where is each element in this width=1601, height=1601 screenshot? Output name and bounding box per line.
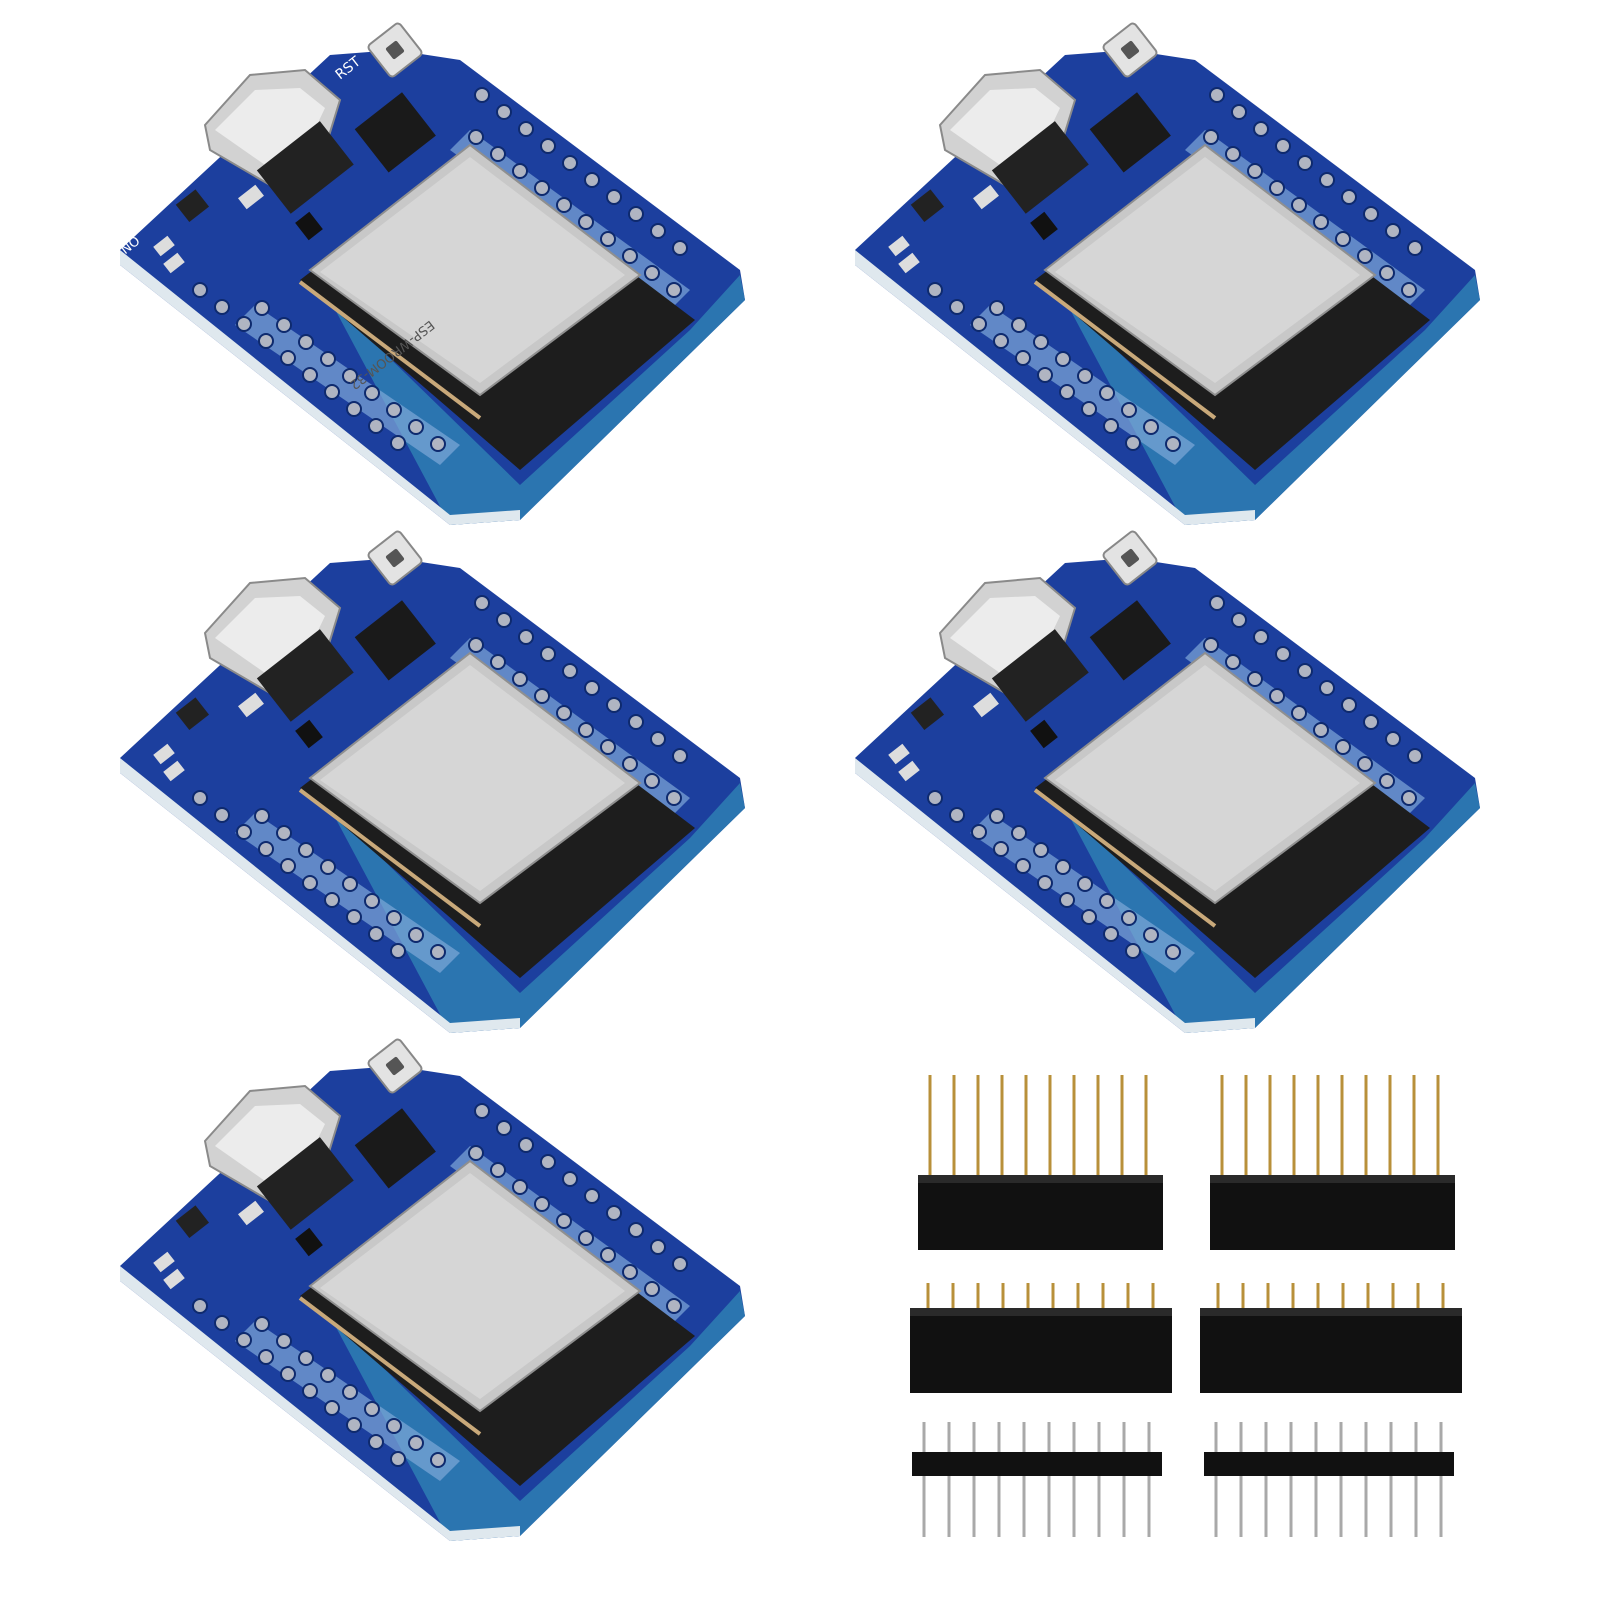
female-header-short-2	[1198, 1281, 1464, 1395]
female-header-short-1	[908, 1281, 1174, 1395]
esp32-board-3	[118, 527, 747, 1035]
esp32-board-2	[853, 19, 1482, 528]
female-header-long-1	[916, 1073, 1165, 1252]
esp32-board-1	[118, 19, 747, 528]
female-header-long-2	[1208, 1073, 1457, 1252]
esp32-board-5	[118, 1035, 747, 1543]
esp32-board-4	[853, 527, 1482, 1035]
male-header-1	[910, 1420, 1164, 1539]
male-header-2	[1202, 1420, 1456, 1539]
